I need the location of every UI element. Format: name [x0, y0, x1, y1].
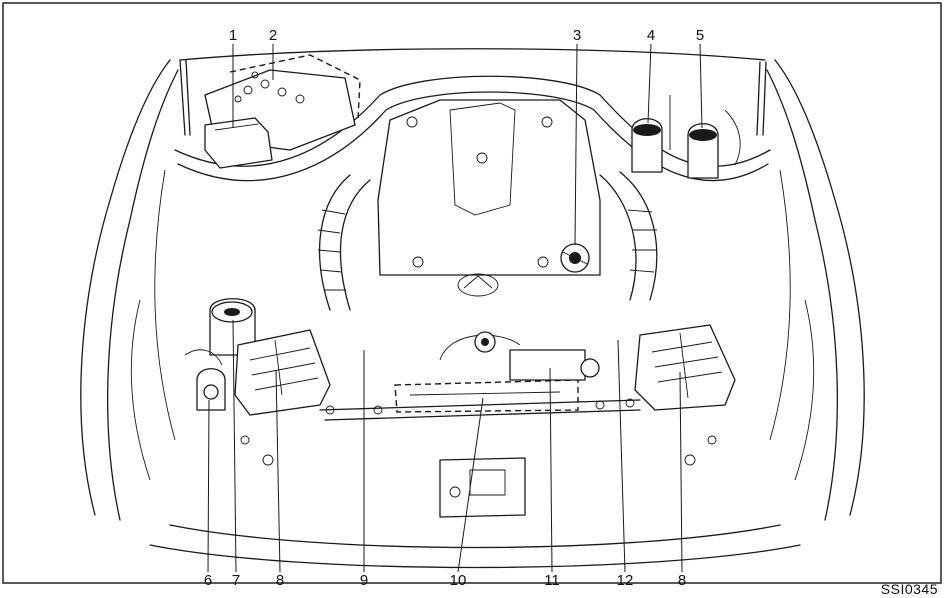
- callout-leader-lines: [207, 43, 703, 573]
- callout-2: 2: [269, 27, 277, 44]
- callout-5: 5: [696, 27, 704, 44]
- intake-ducts: [317, 171, 658, 311]
- air-cleaner-left: [234, 329, 331, 416]
- callout-3: 3: [573, 27, 581, 44]
- callout-7: 7: [232, 572, 240, 589]
- vehicle-body-outline: [80, 48, 865, 569]
- left-lower-components: [184, 298, 256, 411]
- callout-4: 4: [647, 27, 655, 44]
- engine-cover: [377, 99, 601, 297]
- callout-9: 9: [360, 572, 368, 589]
- callout-11: 11: [544, 572, 560, 589]
- callout-8-right: 8: [678, 572, 686, 589]
- callout-6: 6: [204, 572, 212, 589]
- callout-labels: 1 2 3 4 5 6 7 8 9 10 11 12 8: [204, 27, 704, 589]
- figure-code: SSI0345: [881, 581, 938, 597]
- callout-12: 12: [617, 572, 634, 589]
- fluid-reservoirs: [631, 95, 741, 179]
- strut-tower-bar: [174, 75, 771, 182]
- fuse-box-area: [204, 54, 361, 169]
- air-cleaner-right: [634, 324, 736, 411]
- front-radiator-area: [240, 331, 717, 518]
- callout-1: 1: [229, 27, 237, 44]
- callout-8-left: 8: [276, 572, 284, 589]
- callout-10: 10: [450, 572, 467, 589]
